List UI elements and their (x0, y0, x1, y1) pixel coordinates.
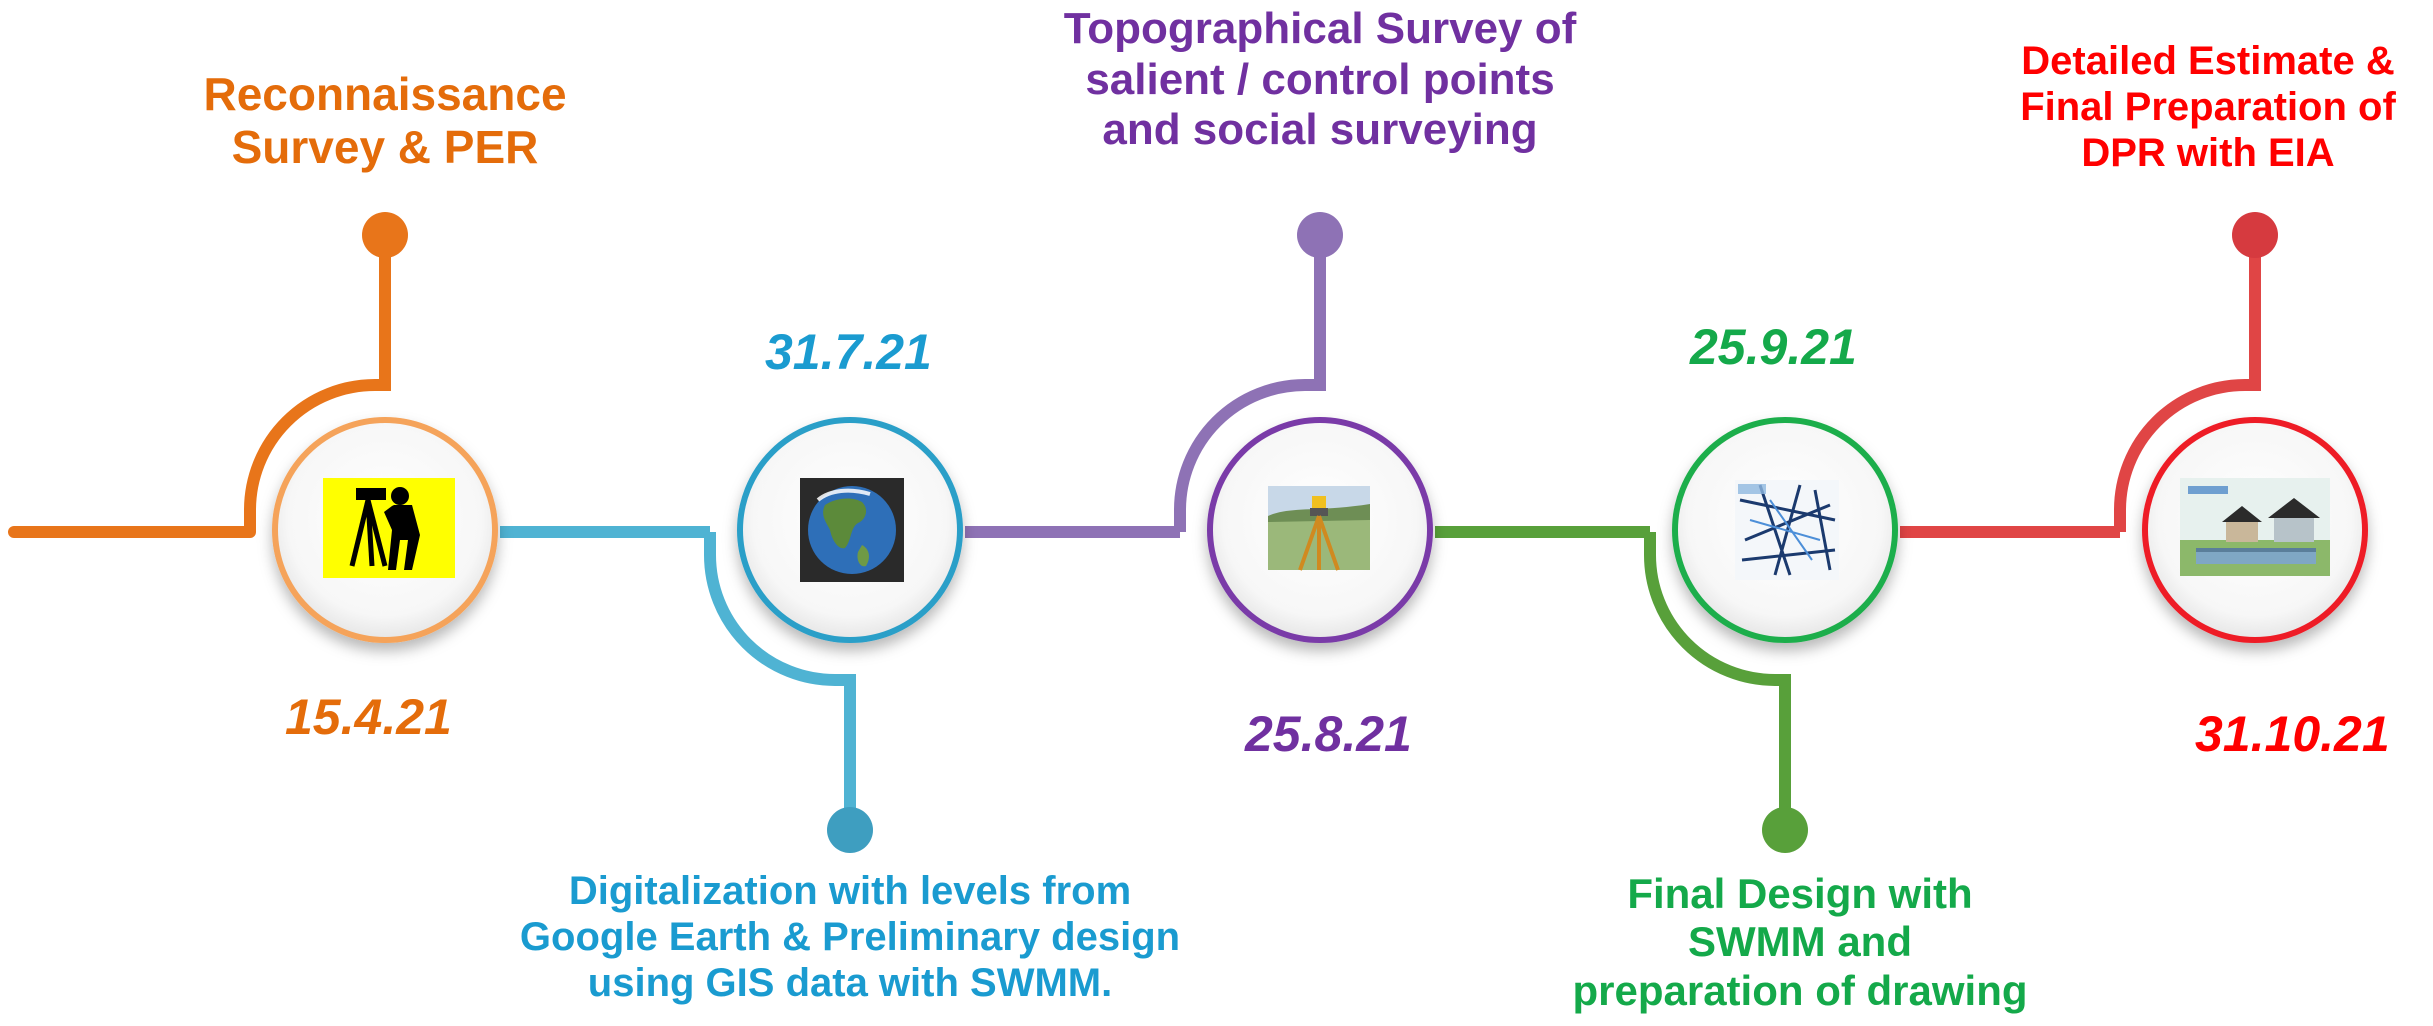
label-line: SWMM and (1688, 918, 1912, 966)
label-line: Reconnaissance (203, 68, 567, 120)
label-line: DPR with EIA (2081, 131, 2335, 175)
stem-detailed-estimate (2114, 235, 2261, 532)
label-line: using GIS data with SWMM. (587, 961, 1113, 1005)
globe-earth-icon (800, 478, 904, 582)
milestone-date-reconnaissance: 15.4.21 (285, 689, 452, 745)
total-station-tripod-icon (1268, 486, 1370, 571)
stem-reconnaissance (244, 235, 391, 532)
milestone-label-final-design: Final Design with SWMM and preparation o… (1540, 870, 2060, 1015)
node-dot-final-design (1762, 807, 1808, 853)
milestone-label-detailed-estimate: Detailed Estimate & Final Preparation of… (1993, 38, 2423, 176)
milestone-date-detailed-estimate: 31.10.21 (2195, 706, 2390, 762)
label-line: Google Earth & Preliminary design (519, 915, 1181, 959)
node-dot-detailed-estimate (2232, 212, 2278, 258)
label-line: Detailed Estimate & (2021, 39, 2395, 83)
node-dot-reconnaissance (362, 212, 408, 258)
stem-digitalization (704, 532, 856, 830)
drainage-network-map-icon (1735, 480, 1839, 580)
sewage-treatment-plant-icon (2180, 478, 2330, 576)
label-line: Topographical Survey of (1063, 4, 1577, 53)
stem-topographical (1174, 235, 1326, 532)
label-line: Digitalization with levels from (568, 869, 1132, 913)
surveyor-with-level-icon (323, 478, 455, 578)
stem-final-design (1644, 532, 1791, 830)
label-line: Final Preparation of (2020, 85, 2396, 129)
label-line: preparation of drawing (1572, 966, 2028, 1014)
milestone-label-reconnaissance: Reconnaissance Survey & PER (185, 68, 585, 174)
milestone-label-digitalization: Digitalization with levels from Google E… (450, 868, 1250, 1006)
node-dot-topographical (1297, 212, 1343, 258)
node-dot-digitalization (827, 807, 873, 853)
label-line: Final Design with (1627, 870, 1973, 917)
milestone-date-digitalization: 31.7.21 (765, 324, 932, 380)
label-line: and social surveying (1102, 105, 1538, 155)
milestone-label-topographical: Topographical Survey of salient / contro… (1010, 4, 1630, 156)
label-line: Survey & PER (231, 120, 539, 173)
milestone-date-final-design: 25.9.21 (1690, 319, 1857, 375)
milestone-date-topographical: 25.8.21 (1245, 706, 1412, 762)
label-line: salient / control points (1085, 54, 1555, 104)
